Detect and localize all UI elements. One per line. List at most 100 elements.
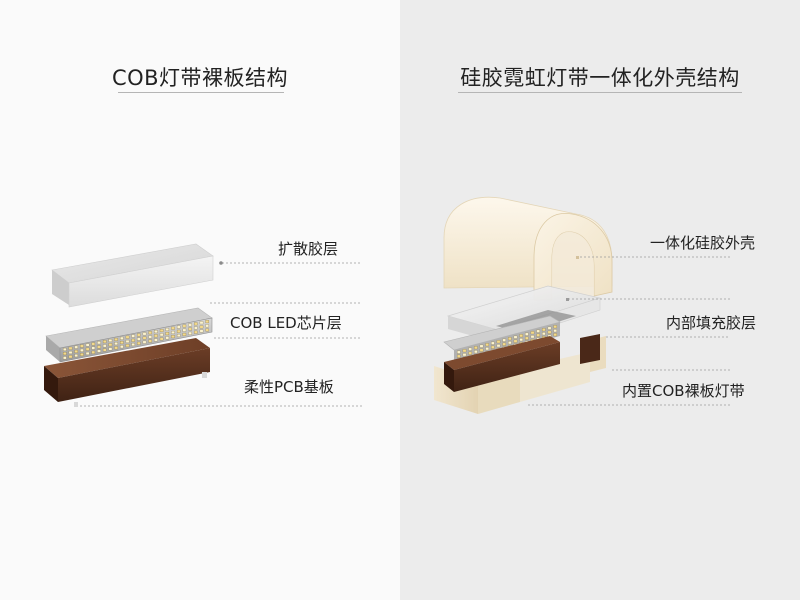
led-chip [188, 323, 192, 327]
led-chip [137, 333, 141, 337]
led-chip [553, 333, 557, 337]
led-chip [131, 334, 135, 338]
cob-bare-board-exploded-illustration [44, 243, 362, 407]
right-panel: 硅胶霓虹灯带一体化外壳结构 [400, 0, 800, 600]
led-chip [74, 349, 78, 353]
led-chip [74, 345, 78, 349]
led-chip [547, 326, 552, 330]
led-chip [182, 328, 187, 332]
led-chip [513, 335, 518, 339]
led-chip [205, 328, 209, 332]
led-chip [91, 350, 96, 354]
led-chip [125, 344, 130, 348]
led-chip [120, 341, 124, 344]
led-chip [199, 325, 204, 329]
led-chip [142, 332, 147, 336]
label-embedded-cob-strip: 内置COB裸板灯带 [622, 382, 745, 400]
led-chip [85, 343, 90, 347]
led-chip [553, 329, 557, 333]
led-chip [502, 342, 506, 346]
diffusion-layer-shape [51, 243, 214, 308]
led-chip [508, 341, 512, 345]
led-chip [80, 348, 84, 352]
cob-led-chip-layer-shape [45, 307, 213, 363]
led-chip [182, 324, 187, 328]
led-chip [97, 349, 101, 353]
led-chip [194, 326, 198, 330]
led-chip [120, 345, 124, 349]
right-panel-title: 硅胶霓虹灯带一体化外壳结构 [460, 66, 740, 90]
led-chip [508, 337, 512, 341]
led-chip [165, 332, 170, 336]
left-leader-lines [80, 261, 362, 407]
led-chip [137, 337, 141, 341]
led-chip [154, 334, 158, 338]
label-cob-led-chip-layer: COB LED芯片层 [230, 314, 342, 332]
led-chip [68, 351, 73, 354]
right-leader-lines [528, 256, 730, 406]
led-chip [199, 329, 204, 333]
led-chip [199, 321, 204, 325]
led-chip [530, 331, 535, 335]
left-title-underline [118, 92, 284, 93]
led-chip [148, 335, 152, 339]
led-chip [165, 336, 170, 340]
label-diffusion-layer: 扩散胶层 [278, 240, 339, 258]
led-chip [131, 343, 135, 346]
led-chip [188, 331, 192, 335]
led-chip [205, 324, 209, 328]
led-chip [496, 340, 501, 344]
led-chip [176, 329, 181, 333]
led-chip [530, 335, 535, 339]
label-flexible-pcb-base: 柔性PCB基板 [244, 378, 334, 396]
led-chip [525, 336, 529, 340]
led-chip [491, 341, 495, 345]
led-chip [176, 334, 181, 337]
led-chip [542, 332, 546, 336]
led-chip [97, 341, 101, 345]
led-chip [114, 346, 118, 350]
led-chip [474, 346, 478, 350]
led-chip [80, 353, 84, 356]
label-silicone-outer-shell: 一体化硅胶外壳 [650, 234, 756, 252]
led-chip [159, 329, 164, 332]
led-chip [102, 340, 107, 344]
led-chip [114, 342, 118, 346]
led-chip [154, 338, 158, 342]
led-chip [525, 332, 529, 336]
led-chip [553, 325, 557, 329]
led-chip [468, 351, 472, 355]
led-chip [165, 327, 170, 331]
led-chip [485, 347, 489, 351]
led-chip [74, 354, 78, 358]
led-chip [462, 349, 467, 353]
led-chip [542, 328, 546, 332]
led-chip [80, 344, 84, 348]
led-chip [68, 355, 73, 359]
right-title-underline [458, 92, 742, 93]
led-chip [485, 343, 489, 347]
led-chip [142, 340, 147, 344]
led-chip [85, 347, 90, 351]
led-chip [97, 345, 101, 349]
led-chip [457, 350, 461, 354]
led-chip [131, 338, 135, 342]
led-chip [479, 348, 484, 352]
led-chip [188, 327, 192, 331]
led-chip [159, 333, 164, 337]
led-chip [171, 326, 175, 330]
led-chip [171, 330, 175, 334]
led-chip [63, 356, 67, 360]
led-chip [159, 337, 164, 341]
led-chip [194, 322, 198, 326]
led-chip [114, 337, 118, 341]
led-chip [536, 329, 540, 333]
led-chip [536, 333, 540, 337]
led-chip [137, 341, 141, 345]
led-chip [148, 339, 152, 343]
led-chip [474, 350, 478, 354]
led-chip [108, 339, 113, 342]
left-panel: COB灯带裸板结构 [44, 66, 362, 407]
led-chip [205, 320, 209, 324]
